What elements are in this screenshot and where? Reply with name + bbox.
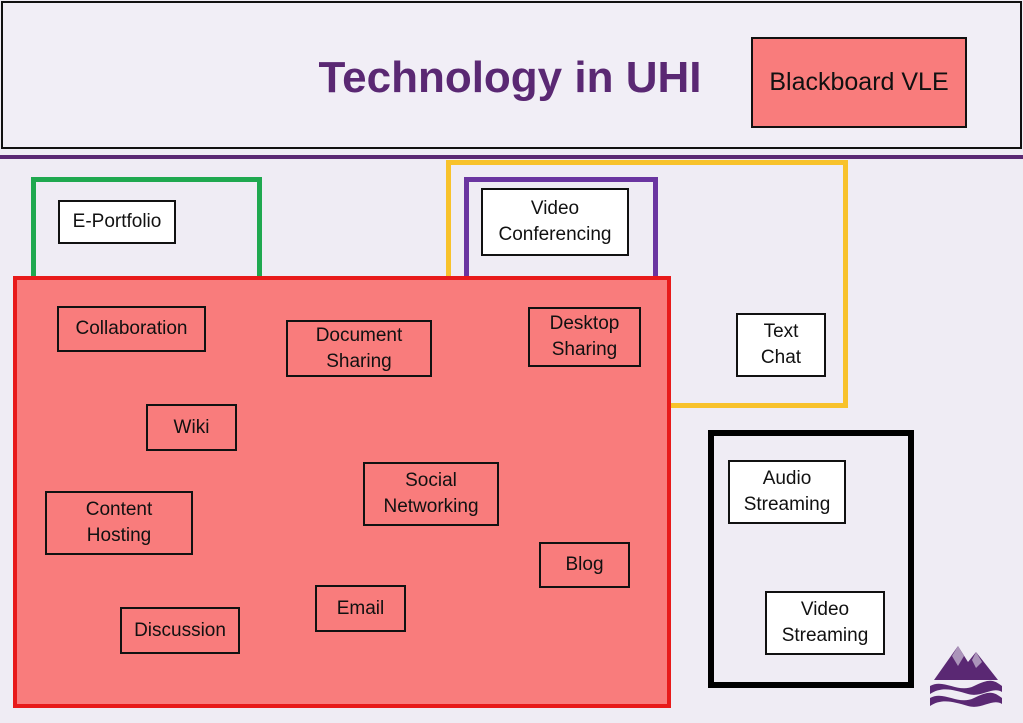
blog-box: Blog <box>539 542 630 588</box>
content-hosting-box: Content Hosting <box>45 491 193 555</box>
audio-streaming-box: Audio Streaming <box>728 460 846 524</box>
wiki-box: Wiki <box>146 404 237 451</box>
text-chat-box: Text Chat <box>736 313 826 377</box>
page-title: Technology in UHI <box>318 53 702 102</box>
blackboard-vle-box: Blackboard VLE <box>751 37 967 128</box>
eportfolio-box: E-Portfolio <box>58 200 176 244</box>
streaming-group-frame <box>708 430 914 688</box>
header-divider <box>0 155 1023 159</box>
uhi-logo-icon <box>928 640 1004 708</box>
video-conferencing-box: Video Conferencing <box>481 188 629 256</box>
social-networking-box: Social Networking <box>363 462 499 526</box>
document-sharing-box: Document Sharing <box>286 320 432 377</box>
email-box: Email <box>315 585 406 632</box>
desktop-sharing-box: Desktop Sharing <box>528 307 641 367</box>
video-streaming-box: Video Streaming <box>765 591 885 655</box>
collaboration-box: Collaboration <box>57 306 206 352</box>
discussion-box: Discussion <box>120 607 240 654</box>
